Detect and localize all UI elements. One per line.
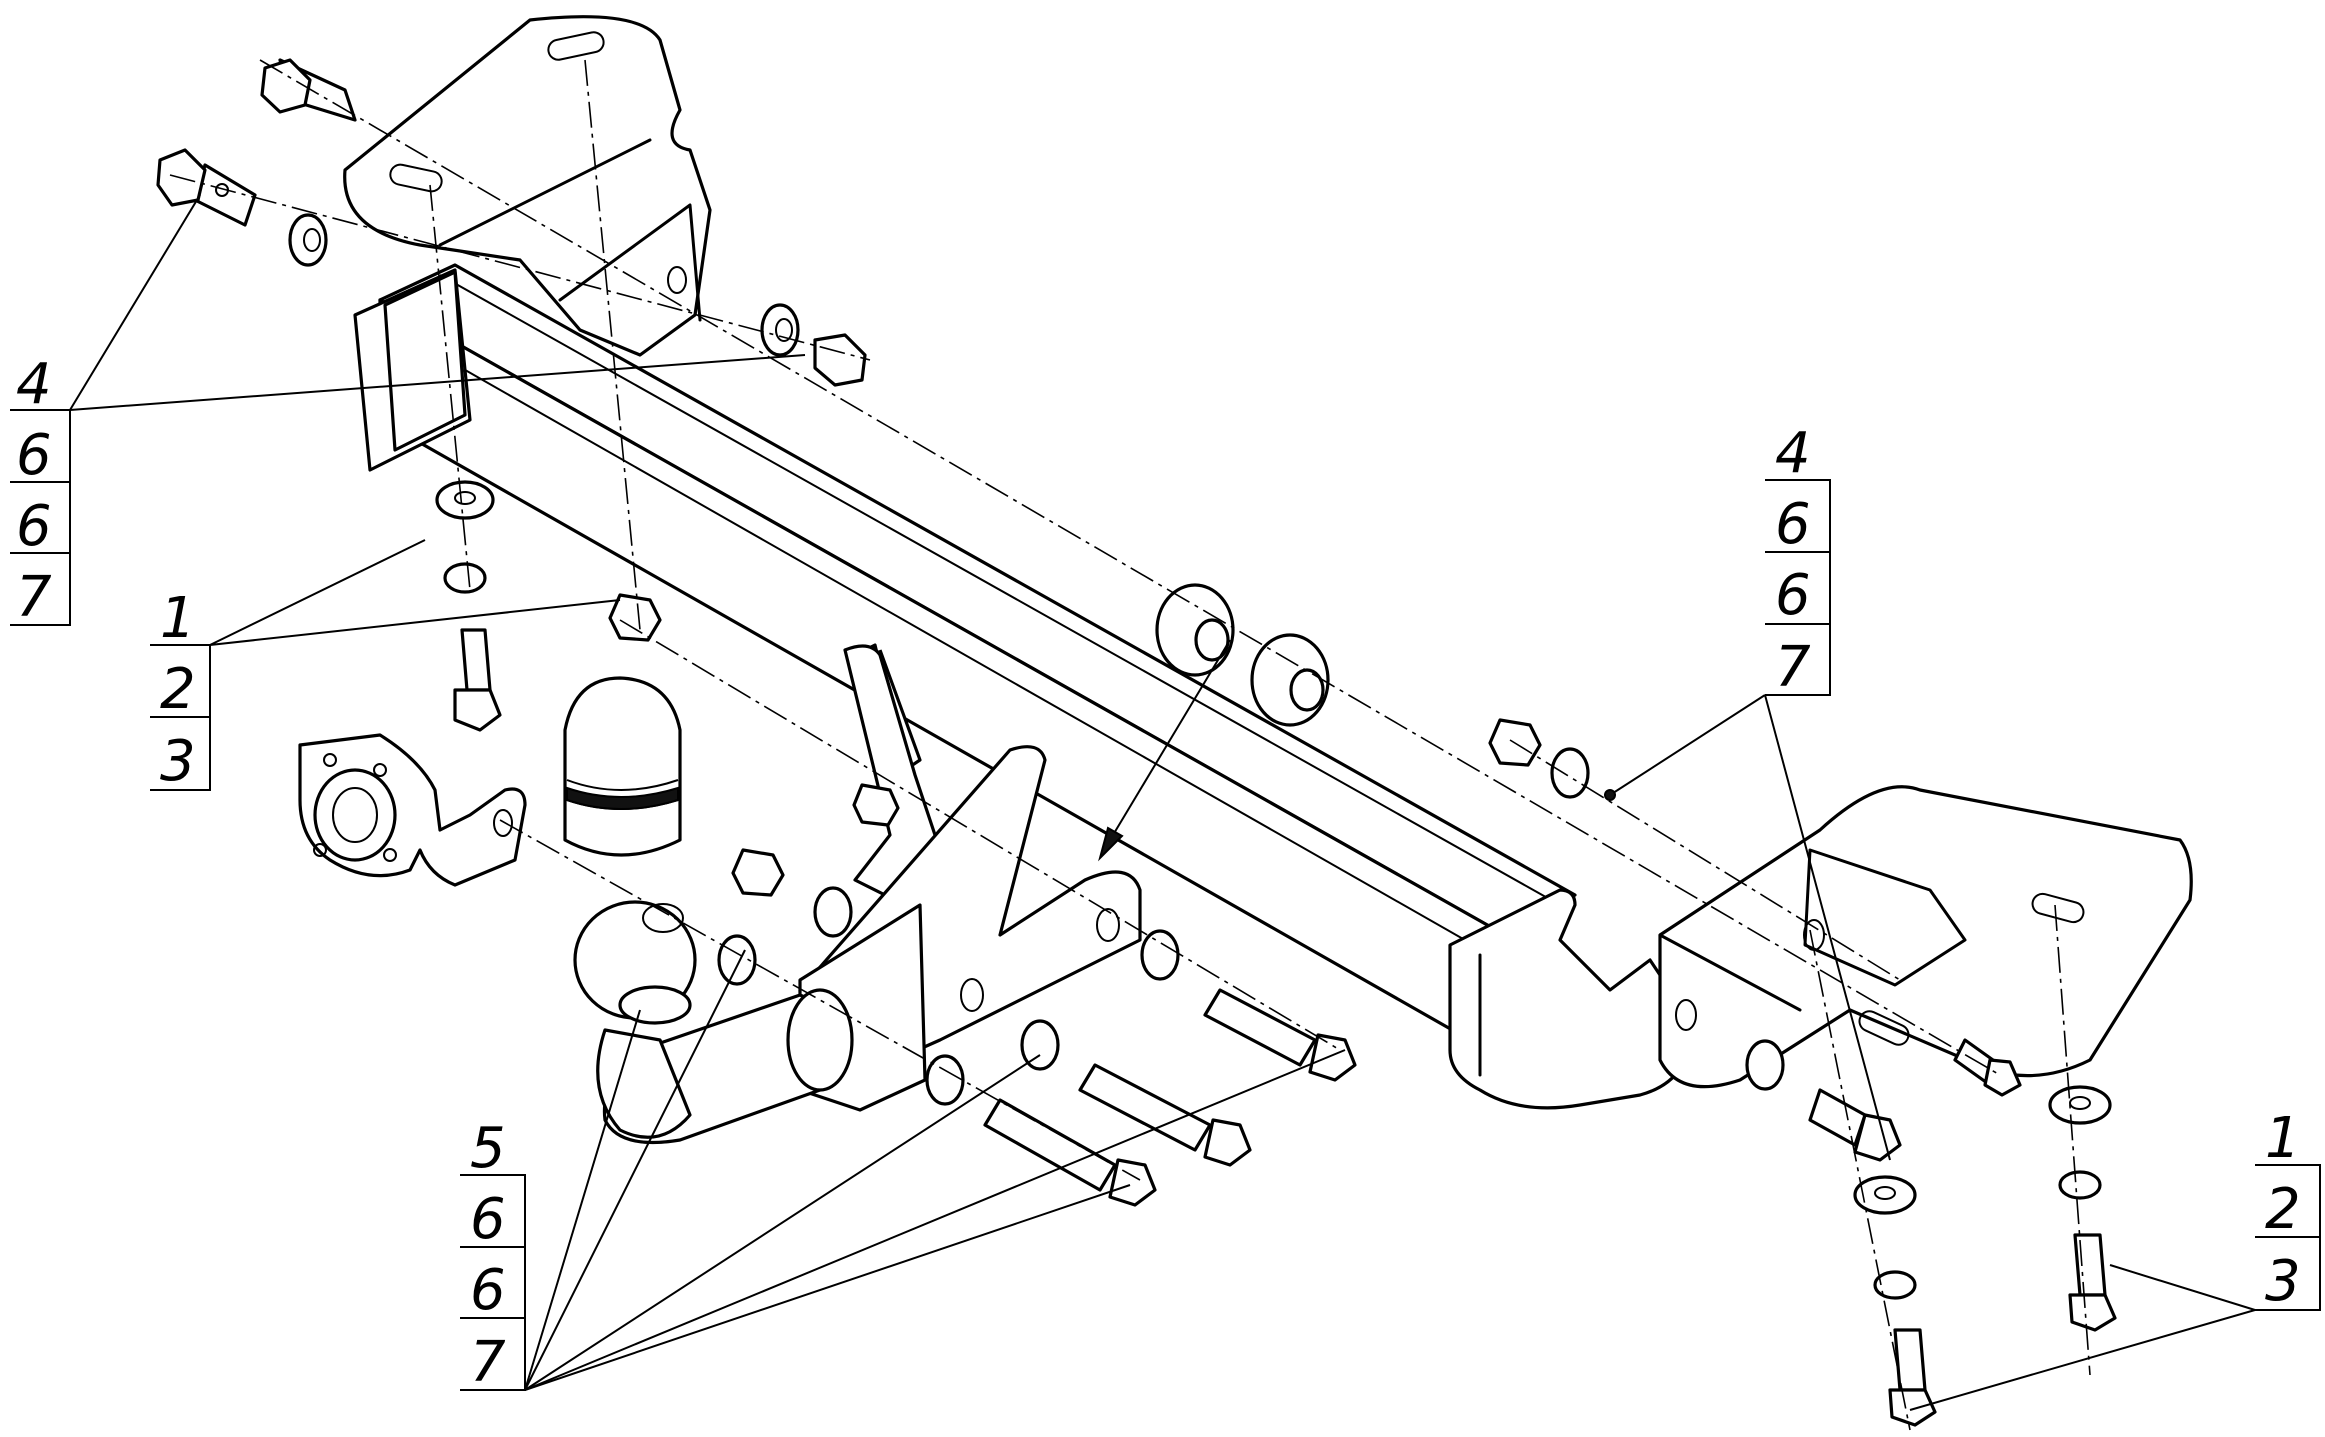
callout-number: 6	[1775, 492, 1811, 557]
assembly-centre-lines	[169, 59, 2091, 1431]
callout-number: 1	[2265, 1106, 2301, 1171]
right-mounting-bracket	[1658, 785, 2193, 1089]
callout-number: 6	[16, 494, 52, 559]
callout-number: 3	[2265, 1249, 2301, 1314]
right-beam-end	[1448, 888, 1693, 1110]
callout-number: 2	[160, 657, 196, 722]
nuts-and-washers	[288, 213, 2112, 1300]
left-mounting-bracket	[343, 15, 712, 357]
callout-number: 3	[160, 729, 196, 794]
callout-number: 6	[1775, 563, 1811, 628]
callout-mid-left: 1 2 3	[160, 586, 196, 794]
callout-number: 7	[1775, 635, 1811, 700]
callout-bottom-right: 1 2 3	[2265, 1106, 2301, 1314]
socket-mounting-plate	[298, 733, 527, 887]
callout-number: 6	[470, 1258, 506, 1323]
callout-number: 6	[470, 1187, 506, 1252]
main-crossbeam	[353, 263, 1577, 1062]
callout-number: 7	[16, 565, 52, 630]
callout-number: 4	[16, 352, 52, 417]
tow-ball-neck	[573, 900, 854, 1144]
callout-number: 4	[1775, 421, 1811, 486]
callout-bottom-left: 5 6 6 7	[470, 1116, 506, 1395]
callout-number: 6	[16, 423, 52, 488]
callout-right-upper: 4 6 6 7	[1775, 421, 1811, 700]
callout-number: 2	[2265, 1177, 2301, 1242]
callout-number: 1	[160, 586, 196, 651]
callout-number: 5	[470, 1116, 506, 1181]
beam-spacers	[1155, 583, 1330, 727]
callout-number: 7	[470, 1330, 506, 1395]
callout-leaders	[10, 194, 2321, 1411]
tow-ball-cap	[563, 676, 682, 857]
callout-top-left: 4 6 6 7	[16, 352, 52, 630]
